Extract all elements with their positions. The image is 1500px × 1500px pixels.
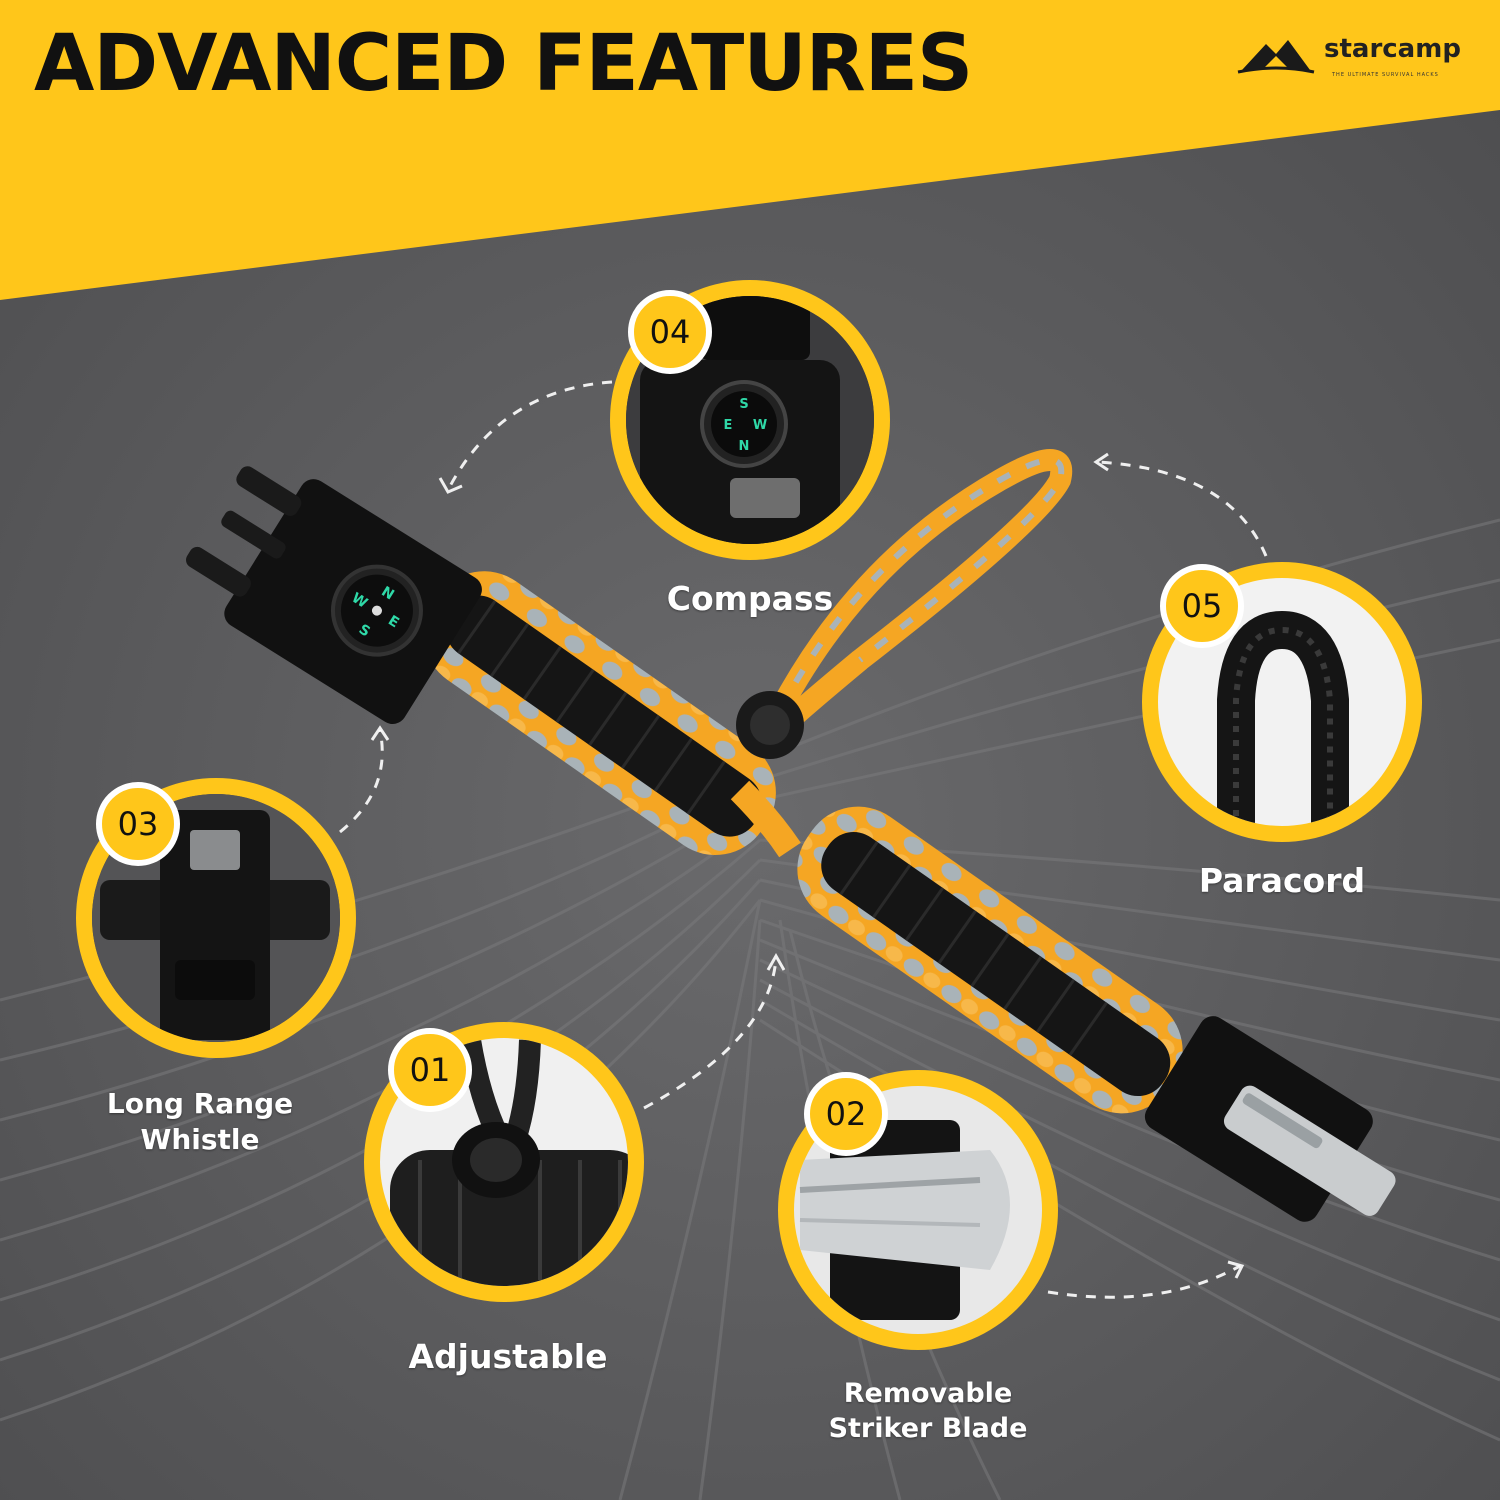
header-band <box>0 0 1500 300</box>
feature-circle-adjustable <box>364 1022 644 1302</box>
svg-text:E: E <box>724 418 733 433</box>
svg-text:W: W <box>349 590 371 612</box>
arrow-paracord <box>1097 460 1268 557</box>
arrow-whistle <box>339 729 384 834</box>
arrow-compass <box>446 380 613 491</box>
svg-text:N: N <box>739 439 750 454</box>
arrow-heads <box>370 452 1245 1279</box>
svg-text:S: S <box>739 397 748 412</box>
brand-name: starcamp <box>1324 34 1461 64</box>
arrow-adjustable <box>643 957 778 1110</box>
mountain-logo-icon <box>1237 40 1315 74</box>
bracelet: N S E W <box>186 449 1396 1222</box>
feature-circle-whistle <box>76 778 356 1058</box>
feature-number-04: 04 <box>628 290 712 374</box>
feature-label-striker: Removable Striker Blade <box>828 1378 1028 1445</box>
svg-text:W: W <box>753 418 767 433</box>
brand-logo: starcamp THE ULTIMATE SURVIVAL HACKS <box>1236 30 1476 90</box>
feature-number-05: 05 <box>1160 564 1244 648</box>
feature-number-03: 03 <box>96 782 180 866</box>
arrow-striker <box>1047 1264 1241 1299</box>
buckle-compass: N S E W <box>186 466 482 725</box>
feature-label-compass: Compass <box>666 579 834 618</box>
feature-number-01: 01 <box>388 1028 472 1112</box>
feature-label-paracord: Paracord <box>1198 861 1366 900</box>
feature-number-02: 02 <box>804 1072 888 1156</box>
dashed-connectors <box>339 380 1268 1299</box>
bracelet-strap-lower <box>797 806 1183 1114</box>
page-title: ADVANCED FEATURES <box>34 19 973 109</box>
bracelet-strap-upper <box>423 571 776 856</box>
feature-label-adjustable: Adjustable <box>408 1337 608 1376</box>
brand-tagline: THE ULTIMATE SURVIVAL HACKS <box>1332 72 1439 78</box>
feature-label-whistle: Long Range Whistle <box>106 1087 294 1157</box>
buckle-striker <box>1144 1016 1396 1222</box>
